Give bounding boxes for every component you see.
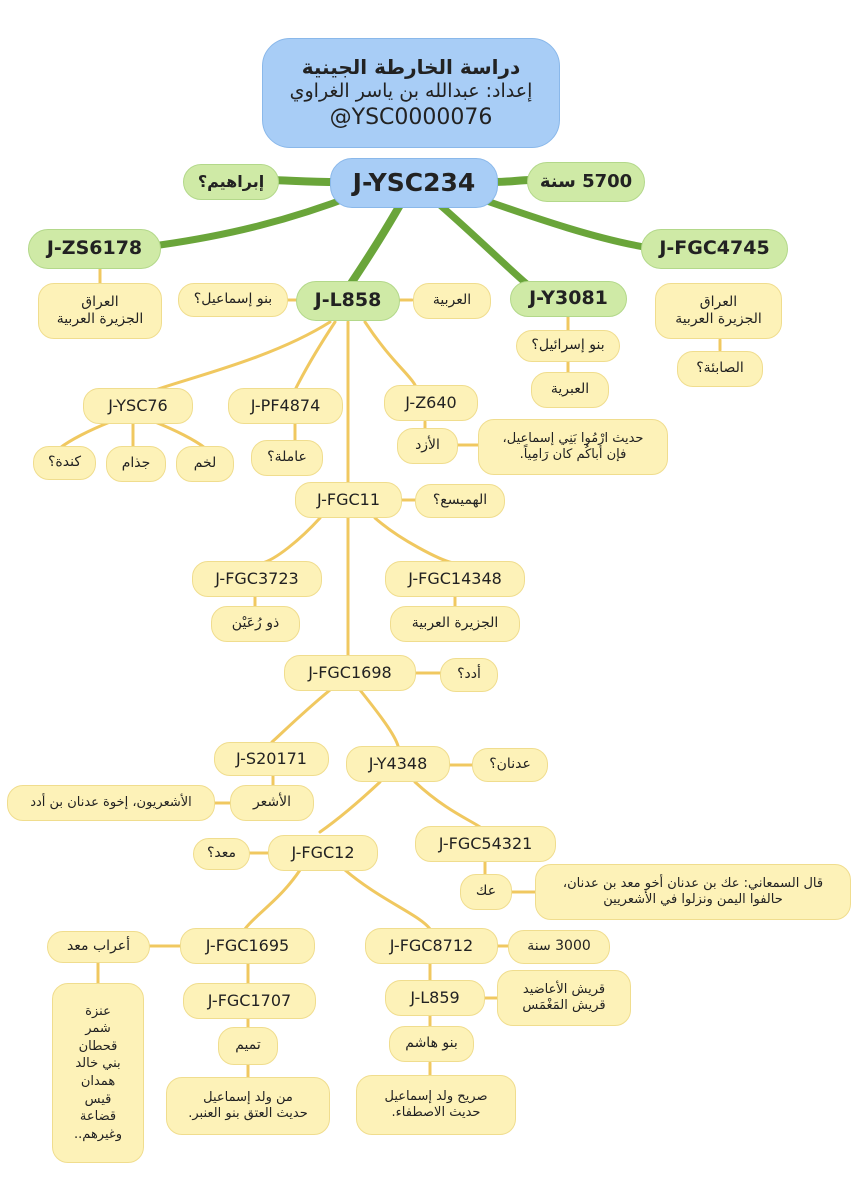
age-3000-node: 3000 سنة [508,930,610,964]
ibrahim-node: إبراهيم؟ [183,164,279,200]
arabic-node: العربية [413,283,491,319]
fgc11-node: J-FGC11 [295,482,402,518]
zs6178-node: J-ZS6178 [28,229,161,269]
ismail-child-node: من ولد إسماعيل حديث العتق بنو العنبر. [166,1077,330,1135]
jazira-node: الجزيرة العربية [390,606,520,642]
hebrew-node: العبرية [531,372,609,408]
tamim-node: تميم [218,1027,278,1065]
ashar-node: الأشعر [230,785,314,821]
s20171-node: J-S20171 [214,742,329,776]
fgc12-node: J-FGC12 [268,835,378,871]
sarih-node: صريح ولد إسماعيل حديث الاصطفاء. [356,1075,516,1135]
ismail-node: بنو إسماعيل؟ [178,283,288,317]
asharis-node: الأشعريون، إخوة عدنان بن أدد [7,785,215,821]
adnan-node: عدنان؟ [472,748,548,782]
fgc1698-node: J-FGC1698 [284,655,416,691]
fgc4745-node: J-FGC4745 [641,229,788,269]
sabians-node: الصابئة؟ [677,351,763,387]
fgc1707-node: J-FGC1707 [183,983,316,1019]
tribes-list-node: عنزة شمر قحطان بني خالد همدان قيس قضاعة … [52,983,144,1163]
ysc76-node: J-YSC76 [83,388,193,424]
lakhm-node: لخم [176,446,234,482]
author-text: إعداد: عبدالله بن ياسر الغراوي [289,79,533,102]
fgc14348-node: J-FGC14348 [385,561,525,597]
arab-maad-node: أعراب معد [47,931,150,963]
kinda-node: كندة؟ [33,446,96,480]
hadith-ramy-node: حديث ارْمُوا بَنِي إسماعيل، فإن أباكُم ك… [478,419,668,475]
title-box: دراسة الخارطة الجينية إعداد: عبدالله بن … [262,38,560,148]
l859-node: J-L859 [385,980,485,1016]
amila-node: عاملة؟ [251,440,323,476]
age-5700-node: 5700 سنة [527,162,645,202]
y4348-node: J-Y4348 [346,746,450,782]
fgc54321-node: J-FGC54321 [415,826,556,862]
fgc8712-node: J-FGC8712 [365,928,498,964]
fgc3723-node: J-FGC3723 [192,561,322,597]
fgc4745-note: العراق الجزيرة العربية [655,283,782,339]
fgc1695-node: J-FGC1695 [180,928,315,964]
akk-node: عك [460,874,512,910]
l858-node: J-L858 [296,281,400,321]
z640-node: J-Z640 [384,385,478,421]
banu-hashim-node: بنو هاشم [389,1026,474,1062]
azd-node: الأزد [397,428,458,464]
udad-node: أدد؟ [440,658,498,692]
pf4874-node: J-PF4874 [228,388,343,424]
samani-node: قال السمعاني: عك بن عدنان أخو معد بن عدن… [535,864,851,920]
quraysh-node: قريش الأعاضيد قريش المَغْمَس [497,970,631,1026]
judham-node: جذام [106,446,166,482]
maad-node: معد؟ [193,838,250,870]
humaysa-node: الهميسع؟ [415,484,505,518]
root-node: J-YSC234 [330,158,498,208]
israel-node: بنو إسرائيل؟ [516,330,620,362]
zs6178-note: العراق الجزيرة العربية [38,283,162,339]
handle-text: @YSC0000076 [329,104,493,130]
y3081-node: J-Y3081 [510,281,627,317]
title-text: دراسة الخارطة الجينية [301,54,521,79]
dhu-ruayn-node: ذو رُعَيْن [211,606,300,642]
